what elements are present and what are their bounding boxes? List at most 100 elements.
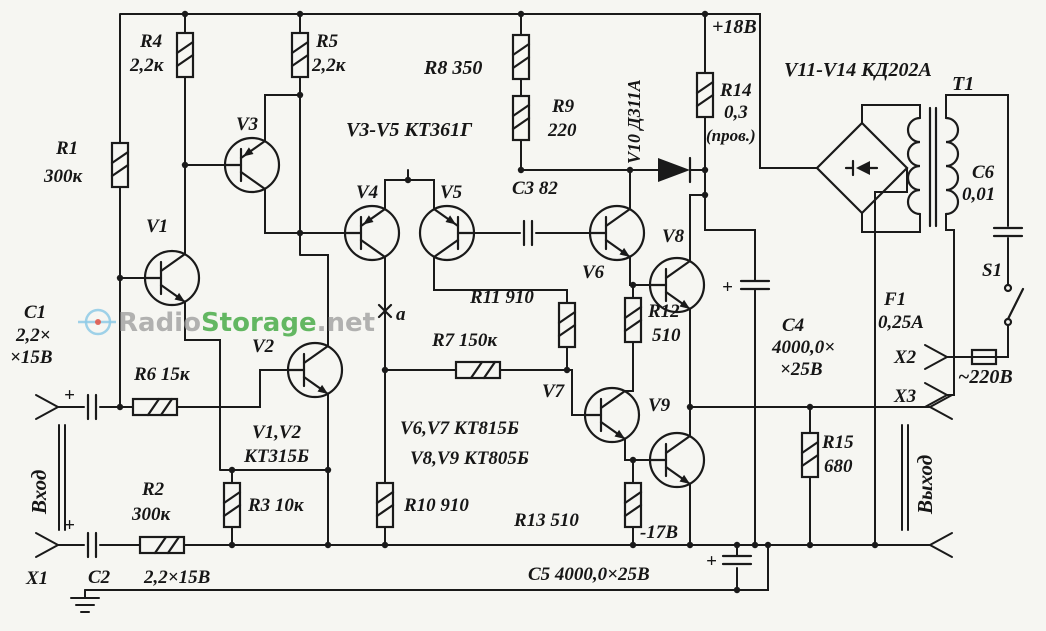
radiostorage-logo-dot-icon xyxy=(95,319,101,325)
resistor-r14 xyxy=(695,71,715,119)
junction-dots xyxy=(116,10,879,594)
c1-plus: + xyxy=(64,385,75,406)
r14-value: 0,3 xyxy=(724,102,748,123)
output-ground-arrow xyxy=(929,532,953,558)
test-point-a-mark xyxy=(377,303,393,319)
capacitor-c2 xyxy=(86,531,98,559)
primary-winding xyxy=(944,116,960,216)
transistor-v9 xyxy=(648,431,706,489)
input-label: Вход xyxy=(27,470,51,515)
transistor-v7 xyxy=(583,386,641,444)
r4-value: 2,2к xyxy=(129,55,165,76)
bridge-rectifier xyxy=(815,121,909,215)
switch-s1 xyxy=(1003,283,1025,327)
capacitors xyxy=(86,219,1024,566)
t1-label: T1 xyxy=(952,73,974,95)
mains-label: ~220В xyxy=(958,366,1013,388)
resistor-r9 xyxy=(511,94,531,142)
c4-plus: + xyxy=(722,277,733,298)
transformer-t1 xyxy=(906,106,960,228)
v3-label: V3 xyxy=(236,114,258,135)
resistor-r12 xyxy=(623,296,643,344)
r14-note: (пров.) xyxy=(706,126,756,145)
capacitor-c5 xyxy=(721,554,753,566)
ground-symbol xyxy=(70,589,100,613)
watermark-part3: .net xyxy=(317,308,375,338)
r13-label: R13 510 xyxy=(513,510,579,531)
c4-value-1: 4000,0× xyxy=(771,337,835,358)
v1-label: V1 xyxy=(146,216,168,237)
resistor-r2 xyxy=(138,535,186,555)
watermark: RadioStorage.net xyxy=(78,308,375,338)
r10-label: R10 910 xyxy=(403,495,469,516)
labels: R4 2,2к R5 2,2к R8 350 R9 220 V10 Д311А … xyxy=(10,16,1013,589)
r4-name: R4 xyxy=(139,31,162,52)
input-terminal-arrow xyxy=(35,394,59,420)
resistor-r15 xyxy=(800,431,820,479)
r7-label: R7 150к xyxy=(431,330,498,351)
group-v1-v2-line1: V1,V2 xyxy=(252,422,302,443)
r15-value: 680 xyxy=(824,456,853,477)
group-v1-v2-line2: КТ315Б xyxy=(243,446,309,467)
f1-value: 0,25А xyxy=(878,312,924,333)
watermark-part2: Storage xyxy=(201,308,317,338)
v10-label: V10 Д311А xyxy=(624,79,644,164)
r12-value: 510 xyxy=(652,325,681,346)
v2-label: V2 xyxy=(252,336,275,357)
x2-label: X2 xyxy=(893,347,917,368)
group-v3-v5-label: V3-V5 КТ361Г xyxy=(346,119,473,141)
test-point-a-label: а xyxy=(396,304,406,325)
v7-label: V7 xyxy=(542,381,566,402)
resistor-r7 xyxy=(454,360,502,380)
c2-value: 2,2×15В xyxy=(143,567,210,588)
transistor-v1 xyxy=(143,249,201,307)
r1-name: R1 xyxy=(55,138,78,159)
c2-name: С2 xyxy=(88,567,111,588)
v4-label: V4 xyxy=(356,182,378,203)
r5-value: 2,2к xyxy=(311,55,347,76)
bridge-label: V11-V14 КД202А xyxy=(784,59,932,81)
c2-plus: + xyxy=(64,515,75,536)
c5-plus: + xyxy=(706,551,717,572)
output-terminal-arrow xyxy=(929,394,953,420)
c4-name: C4 xyxy=(782,315,804,336)
resistor-r11 xyxy=(557,301,577,349)
f1-name: F1 xyxy=(883,289,906,310)
resistors xyxy=(110,31,820,555)
x1-label: X1 xyxy=(25,568,48,589)
c3-label: С3 82 xyxy=(512,178,558,199)
transistor-v5 xyxy=(418,204,476,262)
c4-value-2: ×25В xyxy=(780,359,823,380)
r2-value: 300к xyxy=(131,504,172,525)
capacitor-c4 xyxy=(739,279,771,291)
negative-rail-label: -17В xyxy=(640,522,678,543)
r6-label: R6 15к xyxy=(133,364,191,385)
r9-value: 220 xyxy=(547,120,577,141)
x2-terminal-arrow xyxy=(924,344,948,370)
r9-name: R9 xyxy=(551,96,575,117)
r3-label: R3 10к xyxy=(247,495,305,516)
positive-rail-label: +18В xyxy=(712,16,757,38)
x3-label: X3 xyxy=(893,386,916,407)
c6-name: С6 xyxy=(972,162,995,183)
c1-name: С1 xyxy=(24,302,46,323)
resistor-r8 xyxy=(511,33,531,81)
r14-name: R14 xyxy=(719,80,752,101)
secondary-winding xyxy=(906,116,922,216)
v5-label: V5 xyxy=(440,182,463,203)
transistor-v2 xyxy=(286,341,344,399)
v8-label: V8 xyxy=(662,226,685,247)
x1-terminal-arrow xyxy=(35,532,59,558)
r15-name: R15 xyxy=(821,432,854,453)
diode-v10 xyxy=(658,156,692,184)
capacitor-c3 xyxy=(522,219,534,247)
watermark-text: RadioStorage.net xyxy=(118,308,375,338)
resistor-r1 xyxy=(110,141,130,189)
transistor-v4 xyxy=(343,204,401,262)
capacitor-c6 xyxy=(992,226,1024,238)
fuse-f1 xyxy=(970,348,998,366)
c5-label: С5 4000,0×25В xyxy=(528,564,650,585)
wires-right xyxy=(861,94,1009,546)
